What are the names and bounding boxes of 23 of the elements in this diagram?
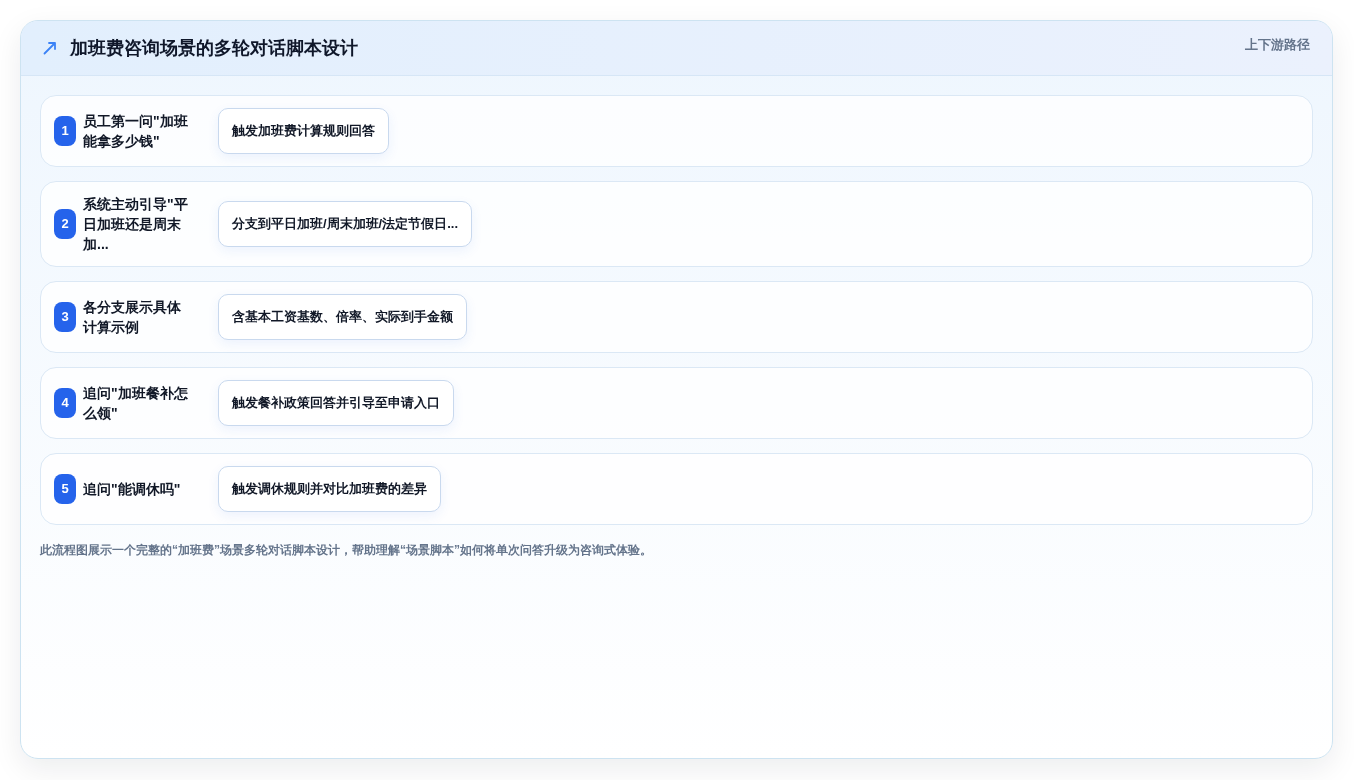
step-number-badge: 3	[54, 302, 76, 332]
response-card: 分支到平日加班/周末加班/法定节假日...	[218, 201, 473, 247]
caption-text: 此流程图展示一个完整的“加班费”场景多轮对话脚本设计，帮助理解“场景脚本”如何将单次问答升级为咨询式体验。	[40, 542, 653, 558]
question-text: 追问"加班餐补怎么领"	[83, 384, 189, 423]
header-tag-text: 上下游路径	[1245, 36, 1310, 54]
response-card: 含基本工资基数、倍率、实际到手金额	[218, 294, 467, 340]
response-card: 触发调休规则并对比加班费的差异	[218, 466, 441, 512]
question-text: 员工第一问"加班能拿多少钱"	[83, 112, 189, 151]
response-card: 触发餐补政策回答并引导至申请入口	[218, 380, 454, 426]
step-number-badge: 5	[54, 474, 76, 504]
question-text: 各分支展示具体计算示例	[83, 298, 182, 337]
step-row	[40, 281, 1313, 353]
diagram-title: 加班费咨询场景的多轮对话脚本设计	[70, 36, 358, 60]
step-row	[40, 453, 1313, 525]
response-card: 触发加班费计算规则回答	[218, 108, 389, 154]
step-number-badge: 1	[54, 116, 76, 146]
step-row	[40, 181, 1313, 267]
step-number-badge: 4	[54, 388, 76, 418]
step-row	[40, 95, 1313, 167]
question-text: 追问"能调休吗"	[83, 480, 182, 499]
step-row	[40, 367, 1313, 439]
question-text: 系统主动引导"平日加班还是周末加...	[83, 195, 189, 254]
step-number-badge: 2	[54, 209, 76, 239]
